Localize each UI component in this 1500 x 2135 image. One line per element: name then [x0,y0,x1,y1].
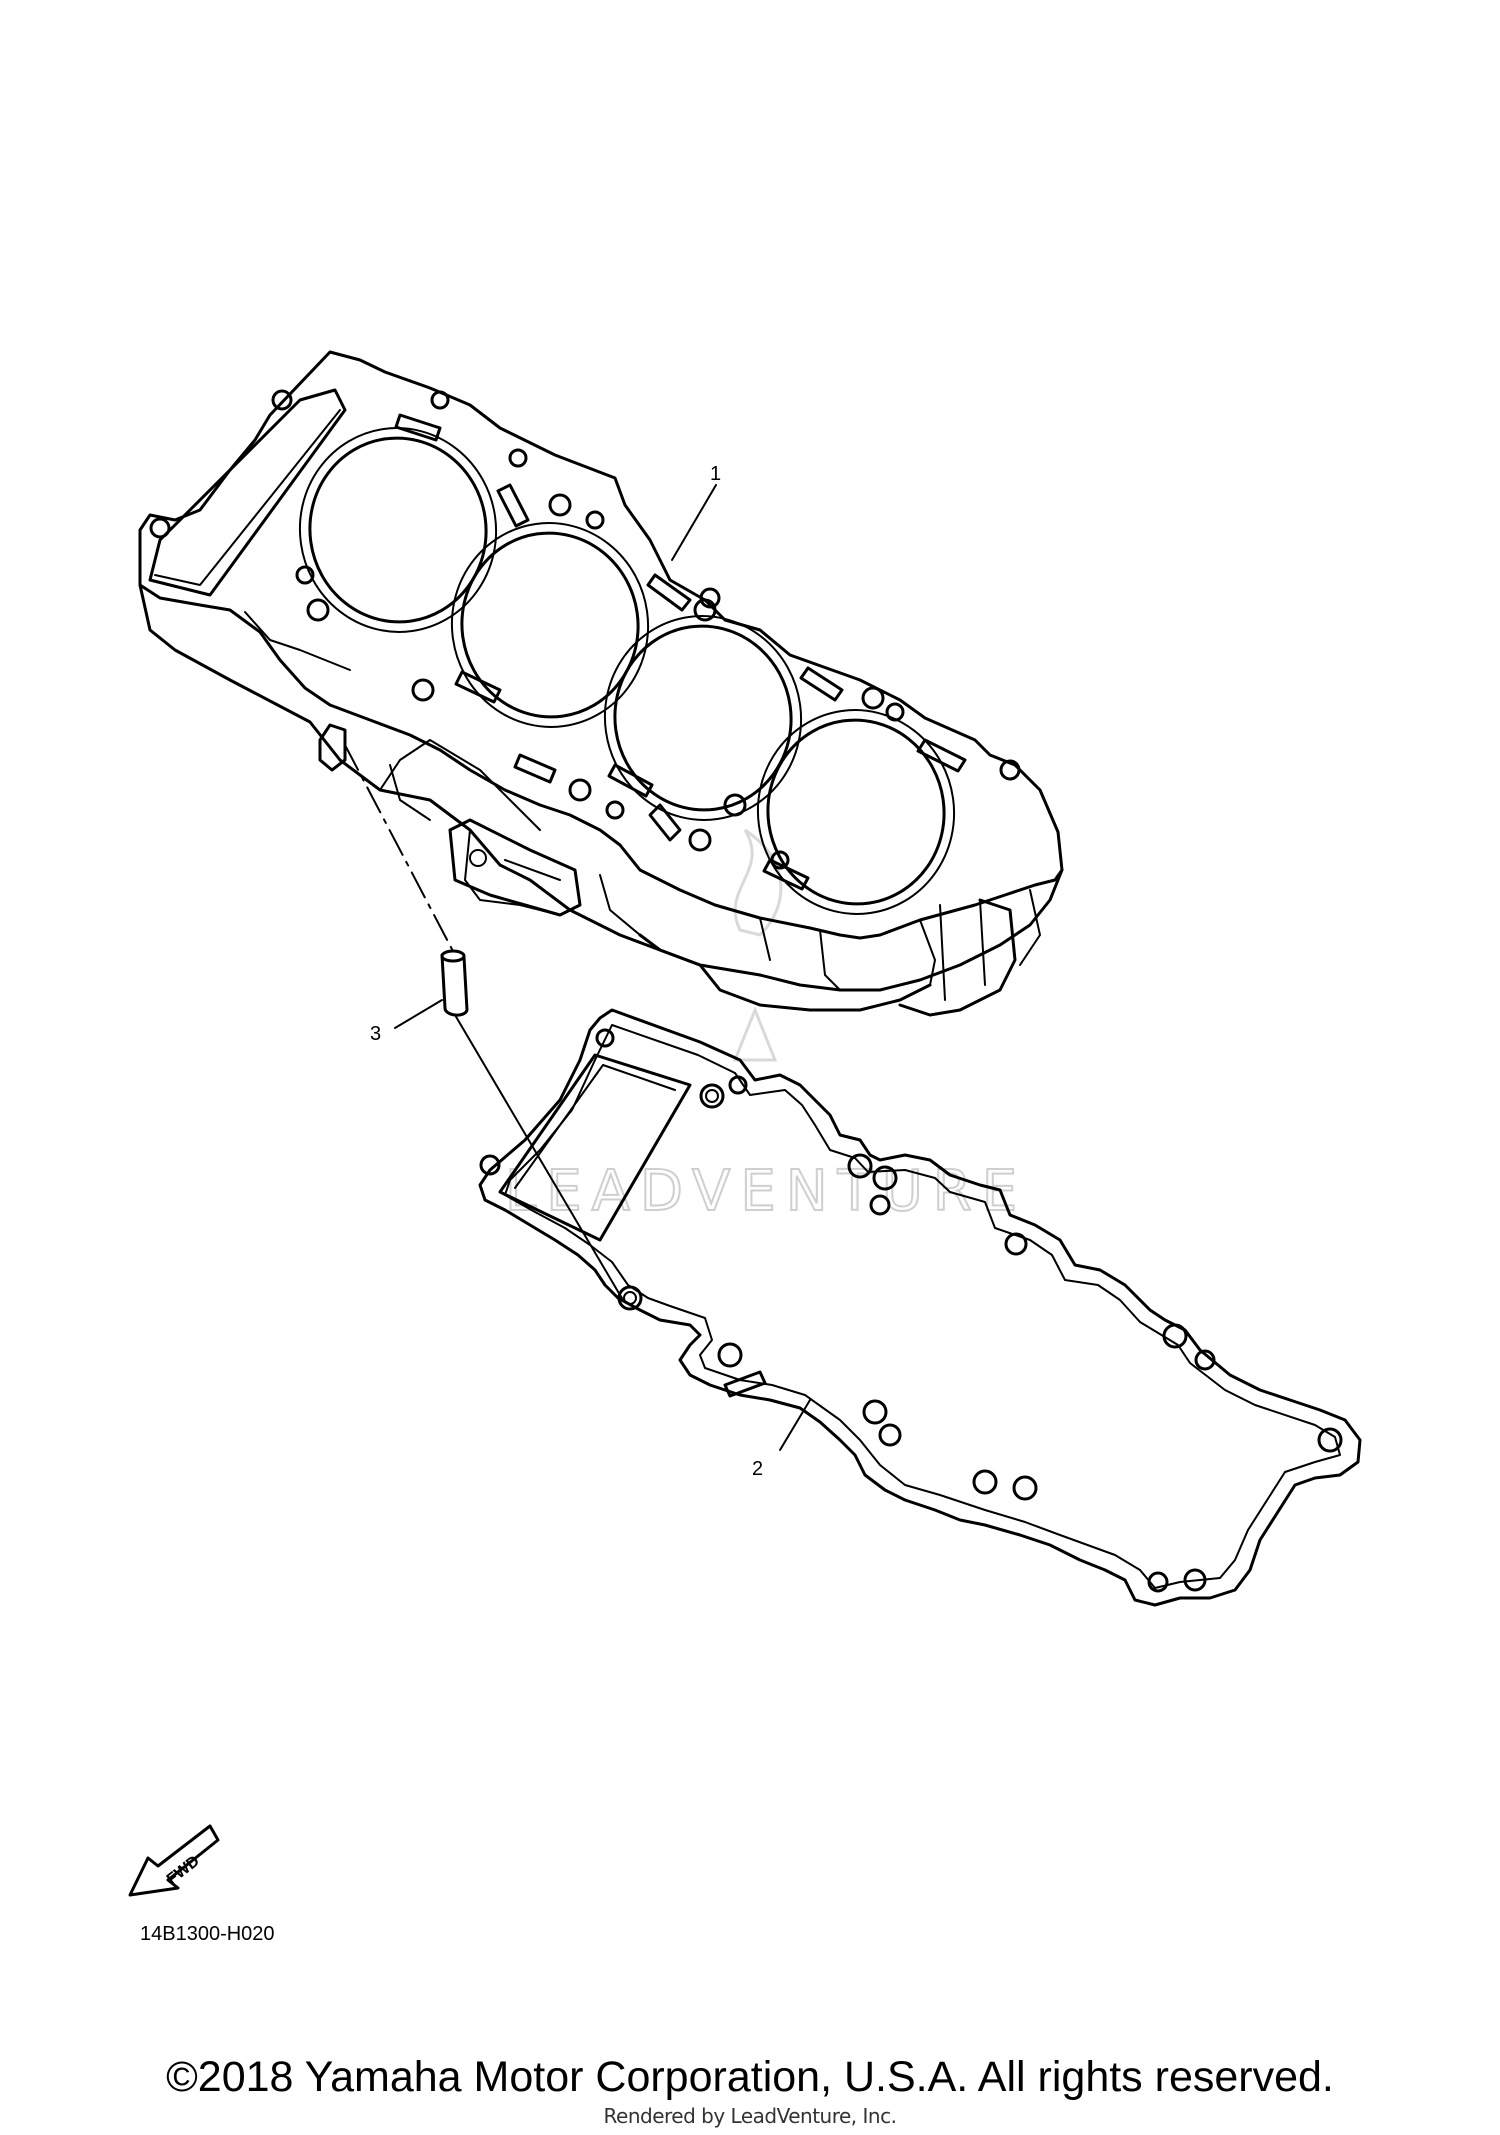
callout-2[interactable]: 2 [752,1458,763,1480]
cylinder-block[interactable] [138,350,1064,1017]
dowel-pin[interactable] [440,949,469,1017]
cylinder-base-gasket[interactable] [478,1008,1362,1607]
fwd-arrow-icon: FWD [128,1824,220,1897]
figure-code: 14B1300-H020 [140,1923,275,1945]
rendered-by-notice: Rendered by LeadVenture, Inc. [603,2104,897,2128]
watermark-text: LEADVENTURE [505,1159,1027,1224]
callout-3[interactable]: 3 [370,1023,381,1045]
callout-1[interactable]: 1 [710,463,721,485]
leader-lines [344,484,811,1451]
copyright-notice: ©2018 Yamaha Motor Corporation, U.S.A. A… [166,2053,1334,2101]
watermark: LEADVENTURE [504,828,1027,1225]
